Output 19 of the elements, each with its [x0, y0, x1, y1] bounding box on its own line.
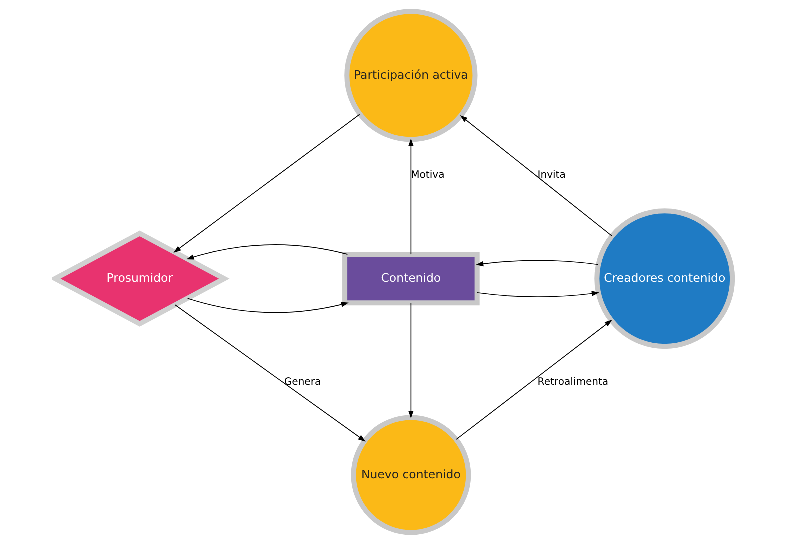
edge-label: Retroalimenta [537, 376, 608, 388]
edge-label: Motiva [410, 170, 444, 182]
arrow [408, 138, 414, 255]
arrow [186, 298, 348, 314]
node-diamond: Prosumidor [52, 230, 230, 327]
arrow [173, 114, 360, 253]
node-circle: Creadores contenido [594, 208, 735, 350]
edge-label: Invita [537, 170, 566, 182]
arrow [186, 244, 348, 260]
edge-label: Genera [284, 376, 321, 388]
node-circle: Participación activa [344, 9, 478, 142]
arrow [456, 320, 612, 440]
node-box: Contenido [342, 252, 480, 306]
arrow [460, 116, 612, 236]
arrow [408, 302, 414, 419]
node-circle: Nuevo contenido [350, 415, 471, 536]
arrow [476, 291, 599, 298]
arrow [476, 260, 598, 267]
arrow [174, 304, 366, 442]
